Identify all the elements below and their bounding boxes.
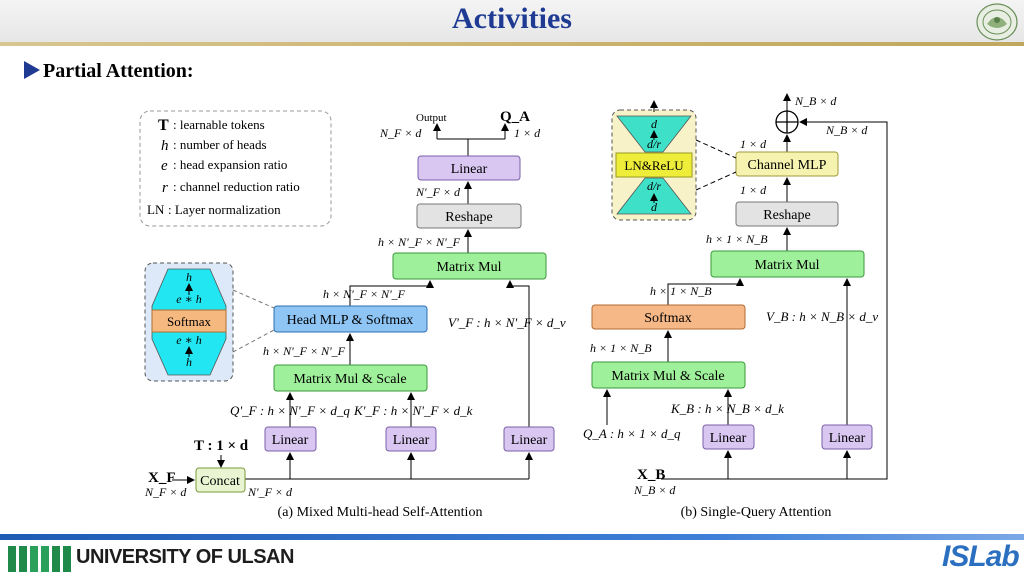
b-k-label: K_B : h × N_B × d_k — [670, 401, 784, 416]
b-dim-mlp-out: 1 × d — [740, 137, 767, 151]
b-matmul: Matrix Mul — [755, 258, 820, 273]
lab-logo-prefix: IS — [942, 540, 969, 573]
a-inset-h-top: h — [186, 270, 192, 284]
a-v-label: V'_F : h × N'_F × d_v — [448, 315, 566, 330]
a-output-dim: N_F × d — [379, 126, 422, 140]
legend-sym-e: e — [161, 158, 168, 174]
b-channel-mlp: Channel MLP — [748, 158, 827, 173]
a-k-label: K'_F : h × N'_F × d_k — [353, 403, 473, 418]
legend-text-t: : learnable tokens — [173, 117, 265, 132]
a-dim-after-reshape: N'_F × d — [415, 185, 461, 199]
a-dim-scale-out: h × N'_F × N'_F — [263, 344, 346, 358]
b-caption: (b) Single-Query Attention — [681, 505, 832, 520]
footer-university-name: UNIVERSITY OF ULSAN — [76, 546, 294, 568]
a-dim-before-reshape: h × N'_F × N'_F — [378, 235, 461, 249]
a-x-dim: N_F × d — [144, 485, 187, 499]
a-head-mlp: Head MLP & Softmax — [287, 313, 414, 328]
b-dim-scale-out: h × 1 × N_B — [590, 341, 652, 355]
diagram-b: N_B × d N_B × d 1 × d Channel MLP 1 × d … — [583, 93, 888, 520]
legend-text-e: : head expansion ratio — [173, 157, 287, 172]
a-inset-eh-top: e ∗ h — [176, 292, 201, 306]
title-bar — [0, 0, 1024, 44]
a-reshape: Reshape — [445, 210, 492, 225]
a-qa-label: Q_A — [500, 109, 530, 125]
a-inset-h-bot: h — [186, 355, 192, 369]
b-res-dim: N_B × d — [825, 123, 868, 137]
section-heading: Partial Attention: — [24, 60, 194, 83]
a-inset-eh-bot: e ∗ h — [176, 333, 201, 347]
a-linear-q: Linear — [272, 433, 309, 448]
a-linear-top: Linear — [451, 162, 488, 177]
legend: T : learnable tokens h : number of heads… — [139, 110, 332, 227]
b-x-dim: N_B × d — [633, 483, 676, 497]
a-caption: (a) Mixed Multi-head Self-Attention — [278, 505, 483, 520]
b-matmul-scale: Matrix Mul & Scale — [611, 369, 724, 384]
lab-logo-suffix: Lab — [968, 540, 1019, 573]
b-inset-dr-top: d/r — [647, 137, 661, 151]
slide-title: Activities — [452, 2, 572, 35]
a-matmul-scale: Matrix Mul & Scale — [293, 372, 406, 387]
b-inset-dr-bot: d/r — [647, 179, 661, 193]
footer-lab-logo: ISLab — [942, 540, 1020, 574]
b-dim-softmax-out: h × 1 × N_B — [650, 284, 712, 298]
legend-sym-h: h — [161, 138, 169, 154]
b-reshape: Reshape — [763, 208, 810, 223]
b-inset-d-bot: d — [651, 200, 658, 214]
a-x-label: X_F — [148, 470, 176, 486]
b-softmax: Softmax — [644, 311, 691, 326]
a-dim-head-out: h × N'_F × N'_F — [323, 287, 406, 301]
diagram-a: Output N_F × d Q_A 1 × d Linear N'_F × d… — [144, 109, 566, 520]
a-qa-dim: 1 × d — [514, 126, 541, 140]
a-concat-dim: N'_F × d — [247, 485, 293, 499]
title-underline — [0, 42, 1024, 46]
legend-sym-ln: LN — [147, 202, 165, 217]
a-matmul: Matrix Mul — [437, 260, 502, 275]
university-seal-logo — [976, 3, 1018, 41]
legend-sym-r: r — [162, 180, 168, 196]
a-inset-softmax: Softmax — [167, 314, 212, 329]
b-inset-lnrelu: LN&ReLU — [624, 158, 684, 173]
a-concat: Concat — [200, 474, 240, 489]
a-linear-v: Linear — [511, 433, 548, 448]
a-t-label: T : 1 × d — [194, 438, 249, 454]
legend-text-r: : channel reduction ratio — [173, 179, 300, 194]
legend-sym-t: T — [158, 117, 169, 134]
b-x-label: X_B — [637, 467, 665, 483]
b-top-dim: N_B × d — [794, 94, 837, 108]
b-v-label: V_B : h × N_B × d_v — [766, 309, 878, 324]
a-q-label: Q'_F : h × N'_F × d_q — [230, 403, 350, 418]
b-dim-mlp-in: 1 × d — [740, 183, 767, 197]
b-q-label: Q_A : h × 1 × d_q — [583, 426, 681, 441]
footer-bar — [0, 534, 1024, 540]
section-heading-text: Partial Attention: — [43, 60, 194, 82]
b-dim-reshape-in: h × 1 × N_B — [706, 232, 768, 246]
a-output-label: Output — [416, 112, 447, 124]
university-emblem-logo — [8, 546, 71, 572]
bullet-triangle-icon — [24, 61, 40, 79]
b-inset-d-top: d — [651, 117, 658, 131]
legend-text-h: : number of heads — [173, 137, 267, 152]
b-linear-v: Linear — [829, 431, 866, 446]
a-linear-k: Linear — [393, 433, 430, 448]
b-linear-k: Linear — [710, 431, 747, 446]
legend-text-ln: : Layer normalization — [168, 202, 281, 217]
